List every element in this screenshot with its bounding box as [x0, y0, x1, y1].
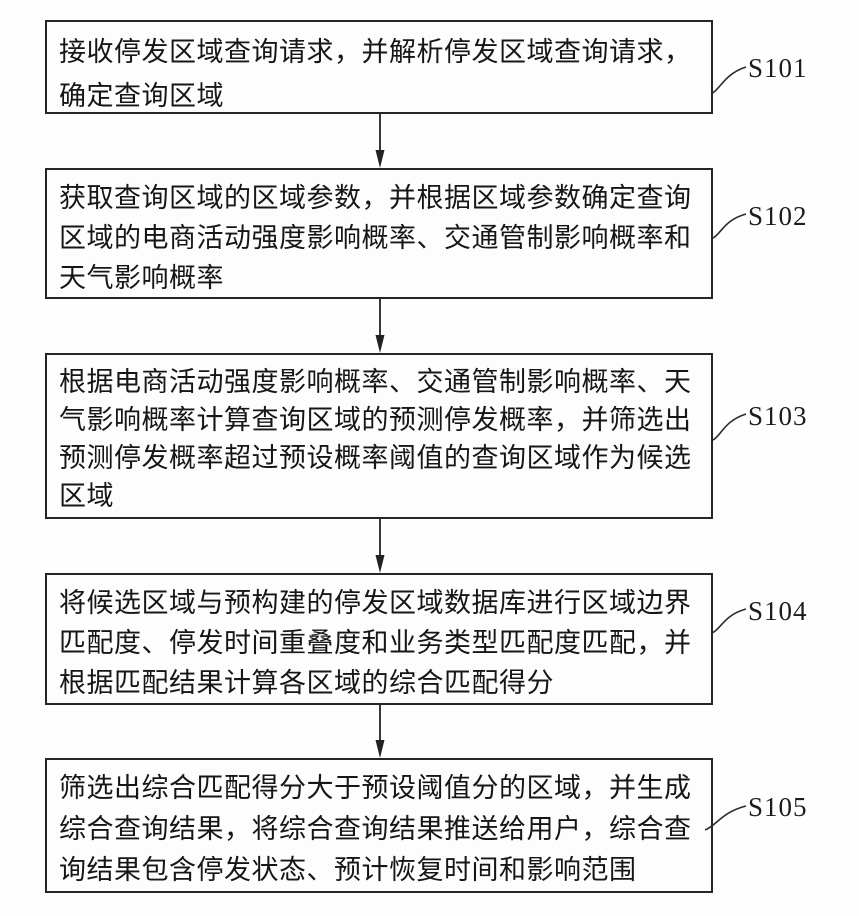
flow-arrow-1 — [375, 114, 385, 168]
step-ref-label-s103: S103 — [748, 401, 808, 431]
flow-step-box-s101: 接收停发区域查询请求，并解析停发区域查询请求， 确定查询区域 — [45, 20, 713, 114]
flow-step-text-s101: 接收停发区域查询请求，并解析停发区域查询请求， 确定查询区域 — [59, 37, 692, 111]
flow-arrow-4 — [375, 705, 385, 758]
leader-line-s102 — [712, 213, 747, 239]
flow-step-box-s104: 将候选区域与预构建的停发区域数据库进行区域边界 匹配度、停发时间重叠度和业务类型… — [45, 573, 713, 705]
flow-arrow-3 — [375, 519, 385, 573]
leader-line-s104 — [711, 608, 747, 634]
flow-step-box-s103: 根据电商活动强度影响概率、交通管制影响概率、天 气影响概率计算查询区域的预测停发… — [45, 353, 713, 519]
flow-step-box-s102: 获取查询区域的区域参数，并根据区域参数确定查询 区域的电商活动强度影响概率、交通… — [45, 168, 713, 299]
flow-step-text-s105: 筛选出综合匹配得分大于预设阈值分的区域，并生成 综合查询结果，将综合查询结果推送… — [59, 773, 692, 885]
step-ref-label-s105: S105 — [748, 792, 808, 822]
step-ref-label-s101: S101 — [748, 53, 808, 83]
flow-step-text-s104: 将候选区域与预构建的停发区域数据库进行区域边界 匹配度、停发时间重叠度和业务类型… — [59, 588, 692, 698]
step-ref-label-s104: S104 — [748, 596, 808, 626]
leader-line-s103 — [712, 413, 747, 441]
flow-step-box-s105: 筛选出综合匹配得分大于预设阈值分的区域，并生成 综合查询结果，将综合查询结果推送… — [45, 758, 713, 893]
step-ref-label-s102: S102 — [748, 201, 808, 231]
leader-line-s101 — [710, 66, 747, 95]
flow-arrow-2 — [375, 299, 385, 353]
leader-line-s105 — [704, 805, 747, 831]
flow-step-text-s103: 根据电商活动强度影响概率、交通管制影响概率、天 气影响概率计算查询区域的预测停发… — [59, 367, 692, 511]
flow-step-text-s102: 获取查询区域的区域参数，并根据区域参数确定查询 区域的电商活动强度影响概率、交通… — [59, 183, 692, 293]
